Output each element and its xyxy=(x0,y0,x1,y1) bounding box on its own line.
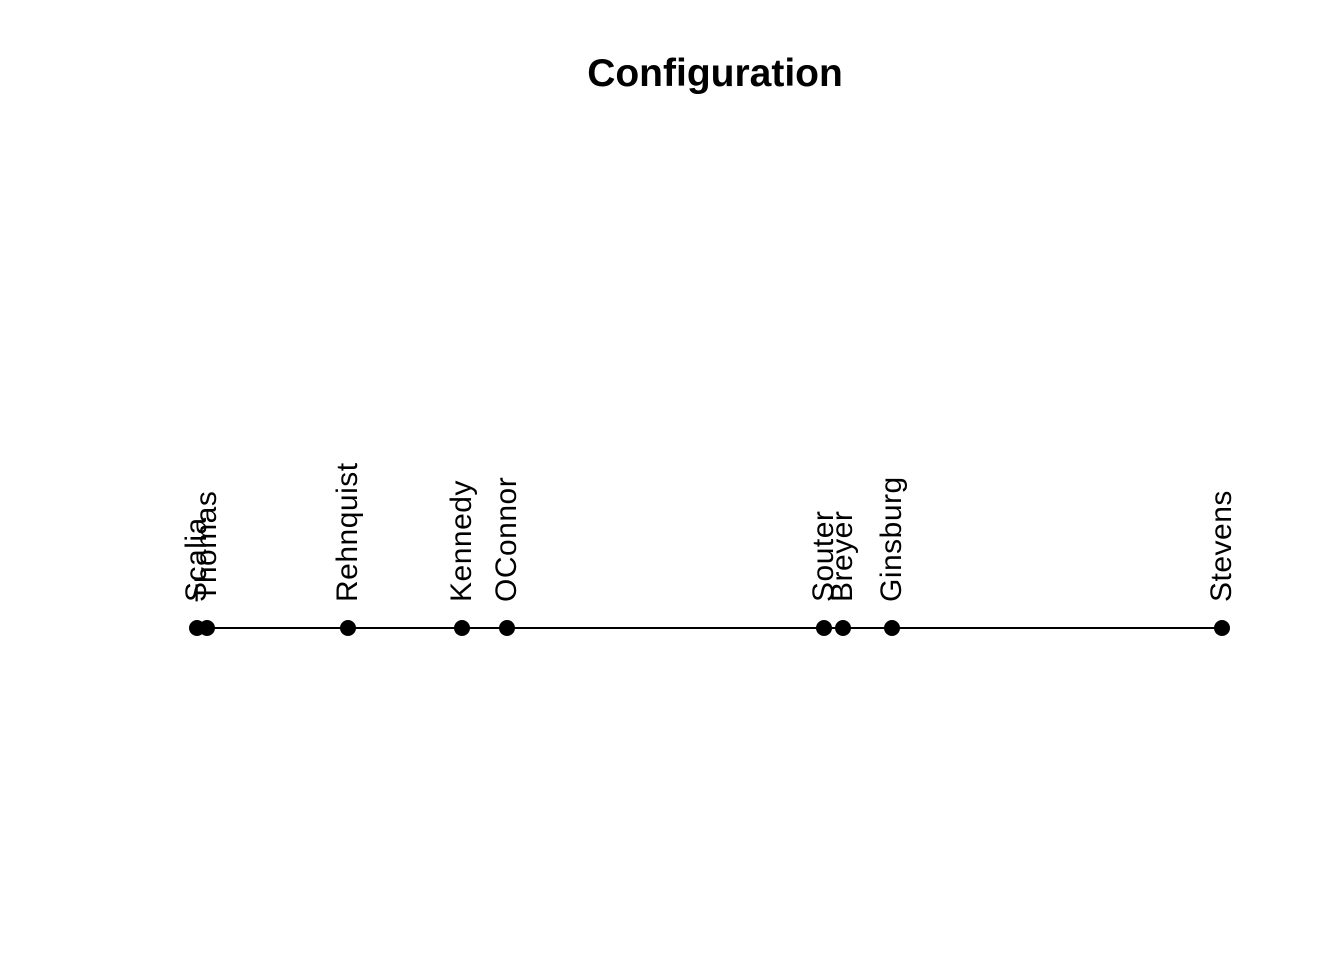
data-point-rehnquist xyxy=(340,620,356,636)
point-label-kennedy: Kennedy xyxy=(445,480,478,602)
point-label-oconnor: OConnor xyxy=(490,476,523,602)
data-point-stevens xyxy=(1214,620,1230,636)
point-label-stevens: Stevens xyxy=(1205,490,1238,602)
data-point-souter xyxy=(816,620,832,636)
data-point-ginsburg xyxy=(884,620,900,636)
point-label-thomas: Thomas xyxy=(190,490,223,602)
data-point-breyer xyxy=(835,620,851,636)
chart-title: Configuration xyxy=(587,52,843,95)
data-point-kennedy xyxy=(454,620,470,636)
configuration-axis-line xyxy=(197,627,1222,629)
point-label-rehnquist: Rehnquist xyxy=(331,462,364,602)
data-point-thomas xyxy=(199,620,215,636)
point-label-breyer: Breyer xyxy=(826,510,859,602)
data-point-oconnor xyxy=(499,620,515,636)
point-label-ginsburg: Ginsburg xyxy=(875,476,908,602)
